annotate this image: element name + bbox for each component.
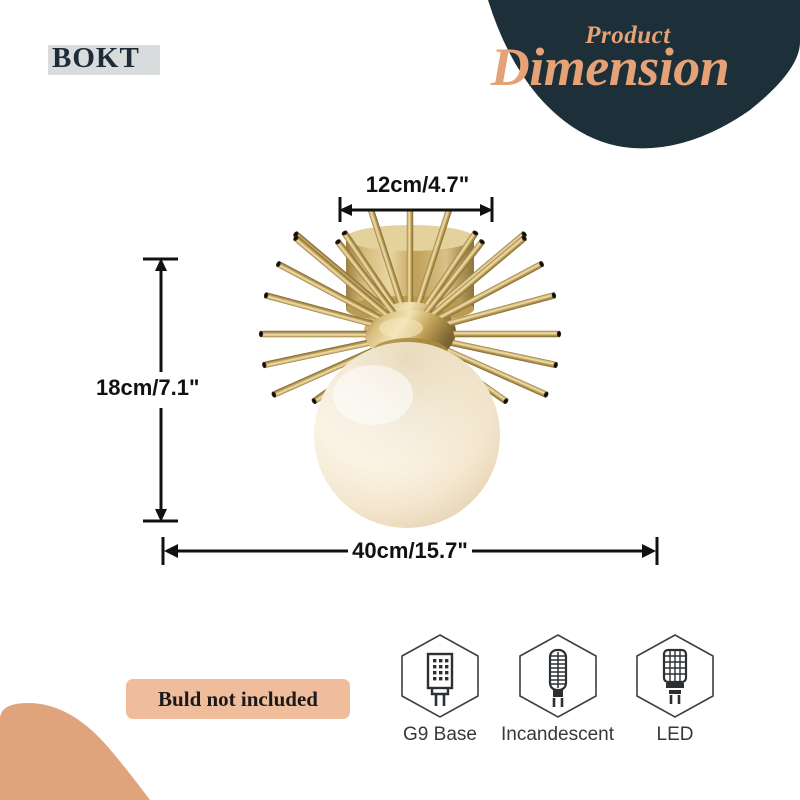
feature-item-incandescent: Incandescent bbox=[500, 632, 615, 746]
feature-item-led: LED bbox=[620, 632, 730, 746]
feature-list: G9 Base Incandescent bbox=[385, 632, 730, 757]
feature-label-led: LED bbox=[656, 724, 694, 745]
led-bulb-icon bbox=[636, 634, 714, 718]
feature-label-incandescent: Incandescent bbox=[500, 724, 615, 745]
incandescent-bulb-icon bbox=[518, 634, 597, 718]
dimension-label-height: 18cm/7.1" bbox=[96, 375, 200, 400]
logo-backdrop bbox=[48, 45, 160, 75]
corner-decoration bbox=[0, 703, 150, 800]
banner-shape bbox=[488, 0, 800, 149]
glass-globe bbox=[314, 342, 500, 528]
feature-item-g9-base: G9 Base bbox=[385, 632, 495, 746]
feature-label-g9-base: G9 Base bbox=[403, 724, 477, 745]
header-banner: Product Dimension bbox=[420, 0, 800, 150]
notice-badge: Buld not included bbox=[158, 687, 318, 711]
g9-bulb-icon bbox=[401, 634, 479, 718]
dimension-label-width-bottom: 40cm/15.7" bbox=[350, 538, 470, 564]
notice-badge-background bbox=[126, 679, 350, 719]
product-image bbox=[258, 210, 562, 528]
dimension-label-width-top: 12cm/4.7" bbox=[365, 172, 470, 197]
brand-logo: BOKT bbox=[52, 42, 140, 74]
